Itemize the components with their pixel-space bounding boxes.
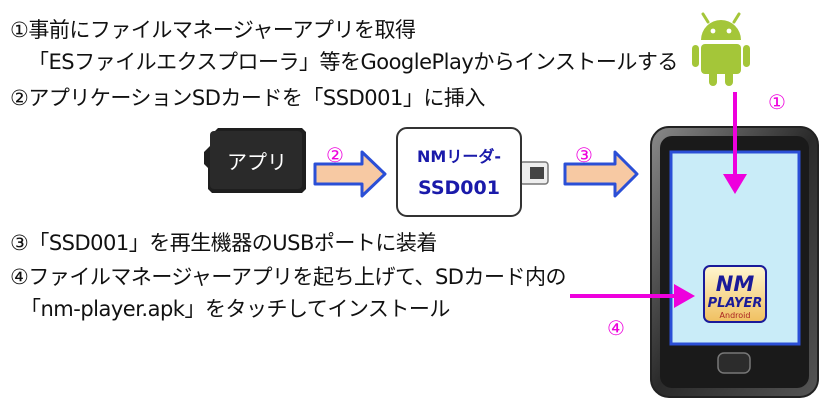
marker-step3: ③ xyxy=(575,143,593,167)
usb-reader-device: NMリーダ- SSD001 xyxy=(396,127,549,217)
android-robot-icon xyxy=(692,12,750,86)
step4-line1: ④ファイルマネージャーアプリを起ち上げて、SDカード内の xyxy=(10,265,566,289)
marker-step2: ② xyxy=(326,143,344,167)
nm-player-app-icon: NM PLAYER Android xyxy=(703,265,767,323)
sd-card: アプリ xyxy=(204,128,306,193)
step1-line2: 「ESファイルエクスプローラ」等をGooglePlayからインストールする xyxy=(28,50,678,74)
arrow-download-to-phone xyxy=(723,92,747,194)
step2-text: ②アプリケーションSDカードを「SSD001」に挿入 xyxy=(10,86,485,110)
arrow-to-app-icon xyxy=(570,284,695,308)
app-icon-title: NM xyxy=(716,272,755,296)
app-icon-platform: Android xyxy=(720,311,751,320)
sd-card-label: アプリ xyxy=(227,150,287,174)
app-icon-subtitle: PLAYER xyxy=(708,296,763,311)
step4-line2: 「nm-player.apk」をタッチしてインストール xyxy=(20,297,450,321)
marker-step1: ① xyxy=(768,90,786,114)
device-name-line2: SSD001 xyxy=(418,177,500,199)
marker-step4: ④ xyxy=(607,316,625,340)
arrow-device-to-phone xyxy=(563,150,639,198)
device-name-line1: NMリーダ- xyxy=(417,147,501,166)
home-button xyxy=(717,352,751,374)
step3-text: ③「SSD001」を再生機器のUSBポートに装着 xyxy=(10,231,437,255)
arrow-sd-to-device xyxy=(313,150,387,198)
step1-line1: ①事前にファイルマネージャーアプリを取得 xyxy=(10,18,416,42)
